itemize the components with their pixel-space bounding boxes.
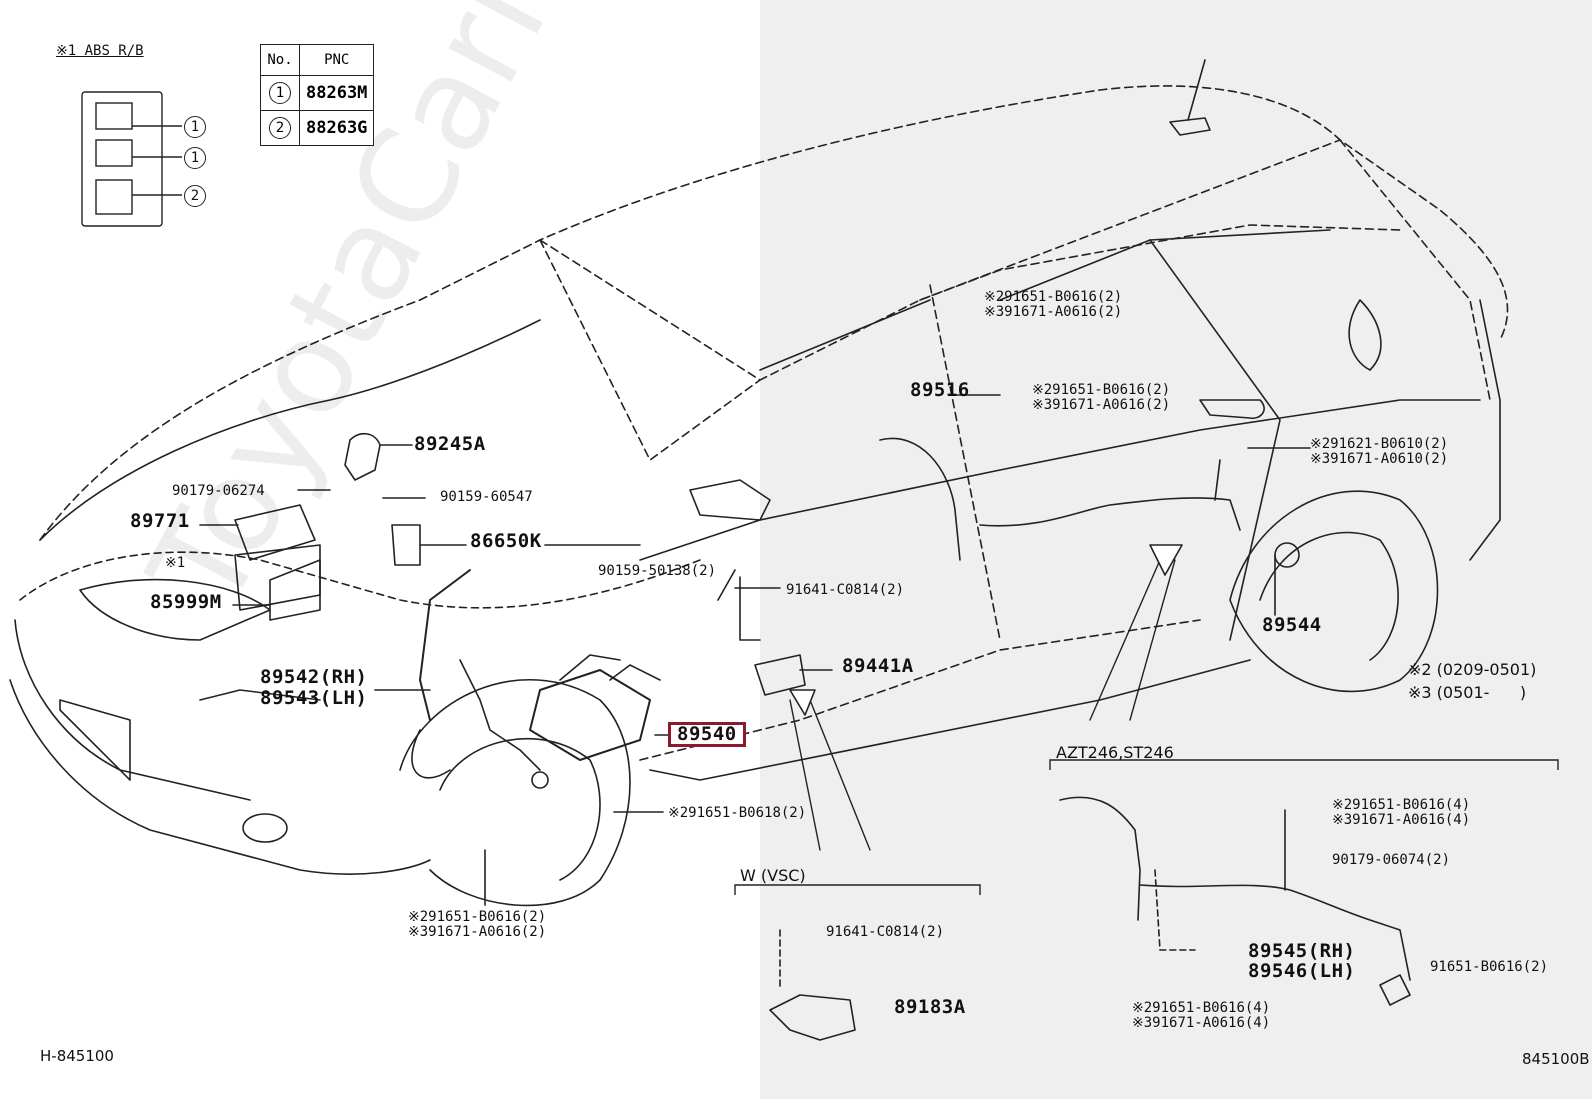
part-89540-highlighted[interactable]: 89540 — [668, 722, 746, 747]
part-90159-50138[interactable]: 90159-50138(2) — [598, 563, 717, 579]
abs-rb-mark-2: 1 — [184, 147, 206, 169]
part-89183A[interactable]: 89183A — [894, 996, 966, 1018]
part-91651-B0616[interactable]: 91651-B0616(2) — [1430, 959, 1549, 975]
note-x2-range: ※2 (0209-0501) — [1408, 660, 1537, 679]
part-91651-B0618[interactable]: ※291651-B0618(2) — [668, 805, 807, 821]
pnc-header-pnc: PNC — [298, 44, 375, 76]
pnc-row-no: 1 — [269, 82, 291, 104]
part-89542[interactable]: 89542(RH) — [260, 666, 368, 688]
abs-rb-mark-1: 1 — [184, 116, 206, 138]
part-89245A[interactable]: 89245A — [414, 433, 486, 455]
pnc-header-no: No. — [260, 44, 300, 76]
diagram-id-right: 845100B — [1522, 1050, 1590, 1068]
part-azt-bolt-a[interactable]: ※291651-B0616(4) — [1332, 797, 1471, 813]
part-89543[interactable]: 89543(LH) — [260, 687, 368, 709]
part-90159-60547[interactable]: 90159-60547 — [440, 489, 533, 505]
part-90179-06274[interactable]: 90179-06274 — [172, 483, 265, 499]
diagram-id-left: H-845100 — [40, 1047, 114, 1065]
part-azt-low-bolt-a[interactable]: ※291651-B0616(4) — [1132, 1000, 1271, 1016]
abs-rb-note-mark: ※1 — [165, 555, 186, 571]
part-vsc-91641-C0814[interactable]: 91641-C0814(2) — [826, 924, 945, 940]
part-91641-C0814[interactable]: 91641-C0814(2) — [786, 582, 905, 598]
part-door-bolt-a[interactable]: ※291651-B0616(2) — [984, 289, 1123, 305]
note-x3-range: ※3 (0501- ) — [1408, 683, 1527, 702]
abs-rb-title: ※1 ABS R/B — [56, 43, 144, 59]
pnc-code[interactable]: 88263M — [298, 75, 375, 111]
part-azt-low-bolt-b[interactable]: ※391671-A0616(4) — [1132, 1015, 1271, 1031]
vsc-box-title: W (VSC) — [740, 866, 806, 885]
part-89516[interactable]: 89516 — [910, 379, 970, 401]
part-rear-bolt-a[interactable]: ※291621-B0610(2) — [1310, 436, 1449, 452]
part-door2-bolt-b[interactable]: ※391671-A0616(2) — [1032, 397, 1171, 413]
table-row: 2 88263G — [260, 110, 375, 146]
pnc-row-no: 2 — [269, 117, 291, 139]
abs-rb-mark-3: 2 — [184, 185, 206, 207]
part-rear-bolt-b[interactable]: ※391671-A0610(2) — [1310, 451, 1449, 467]
part-89544[interactable]: 89544 — [1262, 614, 1322, 636]
part-89771[interactable]: 89771 — [130, 510, 190, 532]
part-door-bolt-b[interactable]: ※391671-A0616(2) — [984, 304, 1123, 320]
part-86650K[interactable]: 86650K — [470, 530, 542, 552]
part-85999M[interactable]: 85999M — [150, 591, 222, 613]
part-azt-bolt-b[interactable]: ※391671-A0616(4) — [1332, 812, 1471, 828]
pnc-table: No. PNC 1 88263M 2 88263G — [260, 44, 375, 146]
table-row: 1 88263M — [260, 75, 375, 111]
part-90179-06074[interactable]: 90179-06074(2) — [1332, 852, 1451, 868]
pnc-code[interactable]: 88263G — [298, 110, 375, 146]
part-door2-bolt-a[interactable]: ※291651-B0616(2) — [1032, 382, 1171, 398]
part-front-bolt-a[interactable]: ※291651-B0616(2) — [408, 909, 547, 925]
azt-box-title: AZT246,ST246 — [1056, 743, 1174, 762]
part-89441A[interactable]: 89441A — [842, 655, 914, 677]
part-89546[interactable]: 89546(LH) — [1248, 960, 1356, 982]
part-front-bolt-b[interactable]: ※391671-A0616(2) — [408, 924, 547, 940]
part-89545[interactable]: 89545(RH) — [1248, 940, 1356, 962]
